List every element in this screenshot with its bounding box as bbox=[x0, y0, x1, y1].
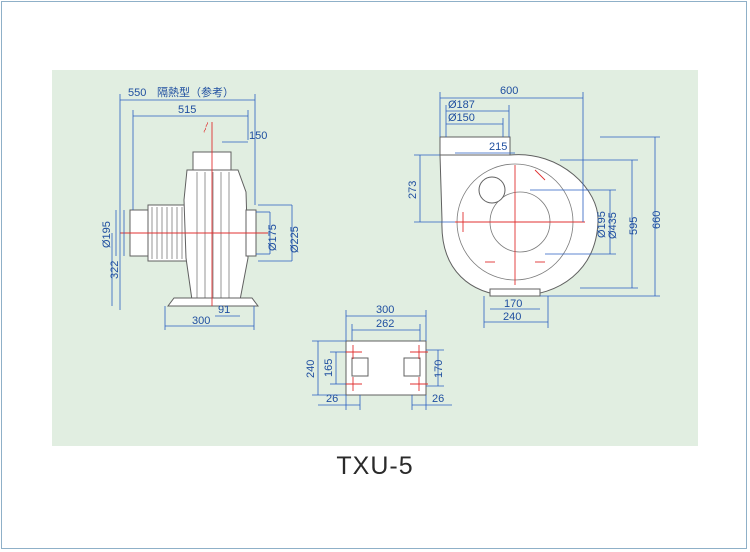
dim-165: 165 bbox=[323, 359, 335, 377]
side-view: ~~ 550 隔熱型（参考） 515 150 Ø195 322 Ø175 Ø22… bbox=[101, 85, 301, 330]
model-label: TXU-5 bbox=[336, 452, 414, 480]
dim-262: 262 bbox=[376, 318, 394, 330]
dim-515: 515 bbox=[178, 104, 196, 116]
dim-600: 600 bbox=[500, 85, 518, 97]
motor-hub bbox=[478, 176, 506, 204]
dim-240-front: 240 bbox=[503, 311, 521, 323]
dim-273: 273 bbox=[407, 181, 419, 199]
dim-322: 322 bbox=[109, 261, 121, 279]
dim-240-base: 240 bbox=[305, 360, 317, 378]
dim-300-side: 300 bbox=[192, 315, 210, 327]
housing-ribs bbox=[196, 172, 230, 298]
dim-d150: Ø150 bbox=[448, 112, 475, 124]
blower-housing-side bbox=[183, 169, 249, 301]
base-foot-front bbox=[489, 288, 541, 297]
dim-d195: Ø195 bbox=[101, 221, 113, 248]
dim-170-front: 170 bbox=[504, 298, 522, 310]
dim-300-base: 300 bbox=[376, 304, 394, 316]
dim-150: 150 bbox=[249, 130, 267, 142]
dim-d187: Ø187 bbox=[448, 99, 475, 111]
right-slot bbox=[403, 357, 421, 377]
dim-170-base: 170 bbox=[433, 360, 445, 378]
svg-text:~~: ~~ bbox=[199, 120, 213, 135]
base-foot-side bbox=[167, 297, 259, 307]
dim-215: 215 bbox=[489, 141, 507, 153]
dim-660: 660 bbox=[651, 211, 663, 229]
dim-d175: Ø175 bbox=[267, 224, 279, 251]
dim-insulated-note: 隔熱型（参考） bbox=[157, 85, 234, 99]
dim-595: 595 bbox=[628, 217, 640, 235]
dim-d435: Ø435 bbox=[607, 212, 619, 239]
front-view: 600 Ø187 Ø150 215 273 Ø195 Ø435 595 660 … bbox=[407, 85, 663, 328]
dim-d225: Ø225 bbox=[289, 226, 301, 253]
dim-d195-front: Ø195 bbox=[596, 211, 608, 238]
dim-550: 550 bbox=[128, 87, 146, 99]
dim-26-left: 26 bbox=[326, 393, 338, 405]
dim-91: 91 bbox=[218, 304, 230, 316]
left-slot bbox=[351, 357, 369, 377]
dim-26-right: 26 bbox=[432, 393, 444, 405]
scroll-casing bbox=[439, 154, 599, 297]
base-view: 300 262 240 165 170 26 26 bbox=[305, 304, 452, 410]
